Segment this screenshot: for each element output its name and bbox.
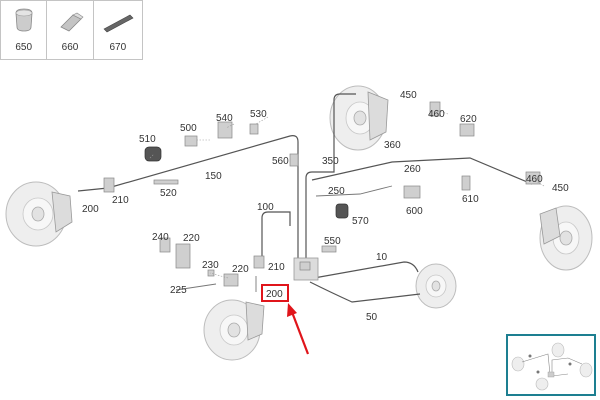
callout-550[interactable]: 550 xyxy=(324,236,341,247)
brake-pipes xyxy=(77,93,533,303)
callout-220-bottom[interactable]: 220 xyxy=(232,264,249,275)
callout-560[interactable]: 560 xyxy=(272,156,289,167)
callout-530[interactable]: 530 xyxy=(250,109,267,120)
callout-50[interactable]: 50 xyxy=(366,312,378,323)
callout-450-top[interactable]: 450 xyxy=(400,90,417,101)
highlight-box xyxy=(261,284,289,302)
highlight-arrow-shaft xyxy=(290,311,310,355)
callout-510[interactable]: 510 xyxy=(139,134,156,145)
callout-610[interactable]: 610 xyxy=(462,194,479,205)
legend-item-670[interactable]: 670 xyxy=(94,1,142,59)
brake-drum-parking xyxy=(415,263,457,309)
callout-200-highlight[interactable]: 200 xyxy=(266,289,283,300)
legend-label-670: 670 xyxy=(109,42,127,53)
brake-disc-rear-left xyxy=(203,299,265,361)
callout-225[interactable]: 225 xyxy=(170,285,187,296)
brake-disc-front-right xyxy=(329,85,389,151)
callout-500[interactable]: 500 xyxy=(180,123,197,134)
callout-240[interactable]: 240 xyxy=(152,232,169,243)
callout-150[interactable]: 150 xyxy=(205,171,222,182)
part-graphics xyxy=(103,101,541,287)
callout-260[interactable]: 260 xyxy=(404,164,421,175)
callout-460-top[interactable]: 460 xyxy=(428,109,445,120)
callout-460-right[interactable]: 460 xyxy=(526,174,543,185)
callout-520[interactable]: 520 xyxy=(160,188,177,199)
callout-450-right[interactable]: 450 xyxy=(552,183,569,194)
callout-10[interactable]: 10 xyxy=(376,252,388,263)
brake-disc-front-left xyxy=(5,181,73,247)
valve-block xyxy=(293,257,319,281)
overview-thumbnail[interactable] xyxy=(506,334,596,396)
highlight-arrow-head-icon xyxy=(287,303,297,317)
callout-230[interactable]: 230 xyxy=(202,260,219,271)
legend-label-650: 650 xyxy=(15,42,33,53)
thumbnail-preview xyxy=(511,342,593,391)
callout-labels: 10 50 100 150 200 210 210 220 220 225 23… xyxy=(82,90,569,323)
callout-350[interactable]: 350 xyxy=(322,156,339,167)
callout-360[interactable]: 360 xyxy=(384,140,401,151)
callout-210-center[interactable]: 210 xyxy=(268,262,285,273)
leader-lines xyxy=(149,109,545,279)
highlighted-callout-200[interactable]: 200 xyxy=(261,284,310,355)
callout-250[interactable]: 250 xyxy=(328,186,345,197)
callout-200-left[interactable]: 200 xyxy=(82,204,99,215)
callout-540[interactable]: 540 xyxy=(216,113,233,124)
callout-220-top[interactable]: 220 xyxy=(183,233,200,244)
rubber-plug-icon xyxy=(15,8,33,32)
legend-item-650[interactable]: 650 xyxy=(1,1,48,59)
brake-disc-rear-right xyxy=(539,205,593,271)
callout-210-left[interactable]: 210 xyxy=(112,195,129,206)
legend-label-660: 660 xyxy=(61,42,79,53)
hex-nut-icon xyxy=(60,12,84,32)
callout-600[interactable]: 600 xyxy=(406,206,423,217)
callout-570[interactable]: 570 xyxy=(352,216,369,227)
callout-620[interactable]: 620 xyxy=(460,114,477,125)
parts-legend: 650 660 670 xyxy=(0,0,143,60)
pin-icon xyxy=(103,14,134,33)
legend-item-660[interactable]: 660 xyxy=(47,1,94,59)
callout-100[interactable]: 100 xyxy=(257,202,274,213)
